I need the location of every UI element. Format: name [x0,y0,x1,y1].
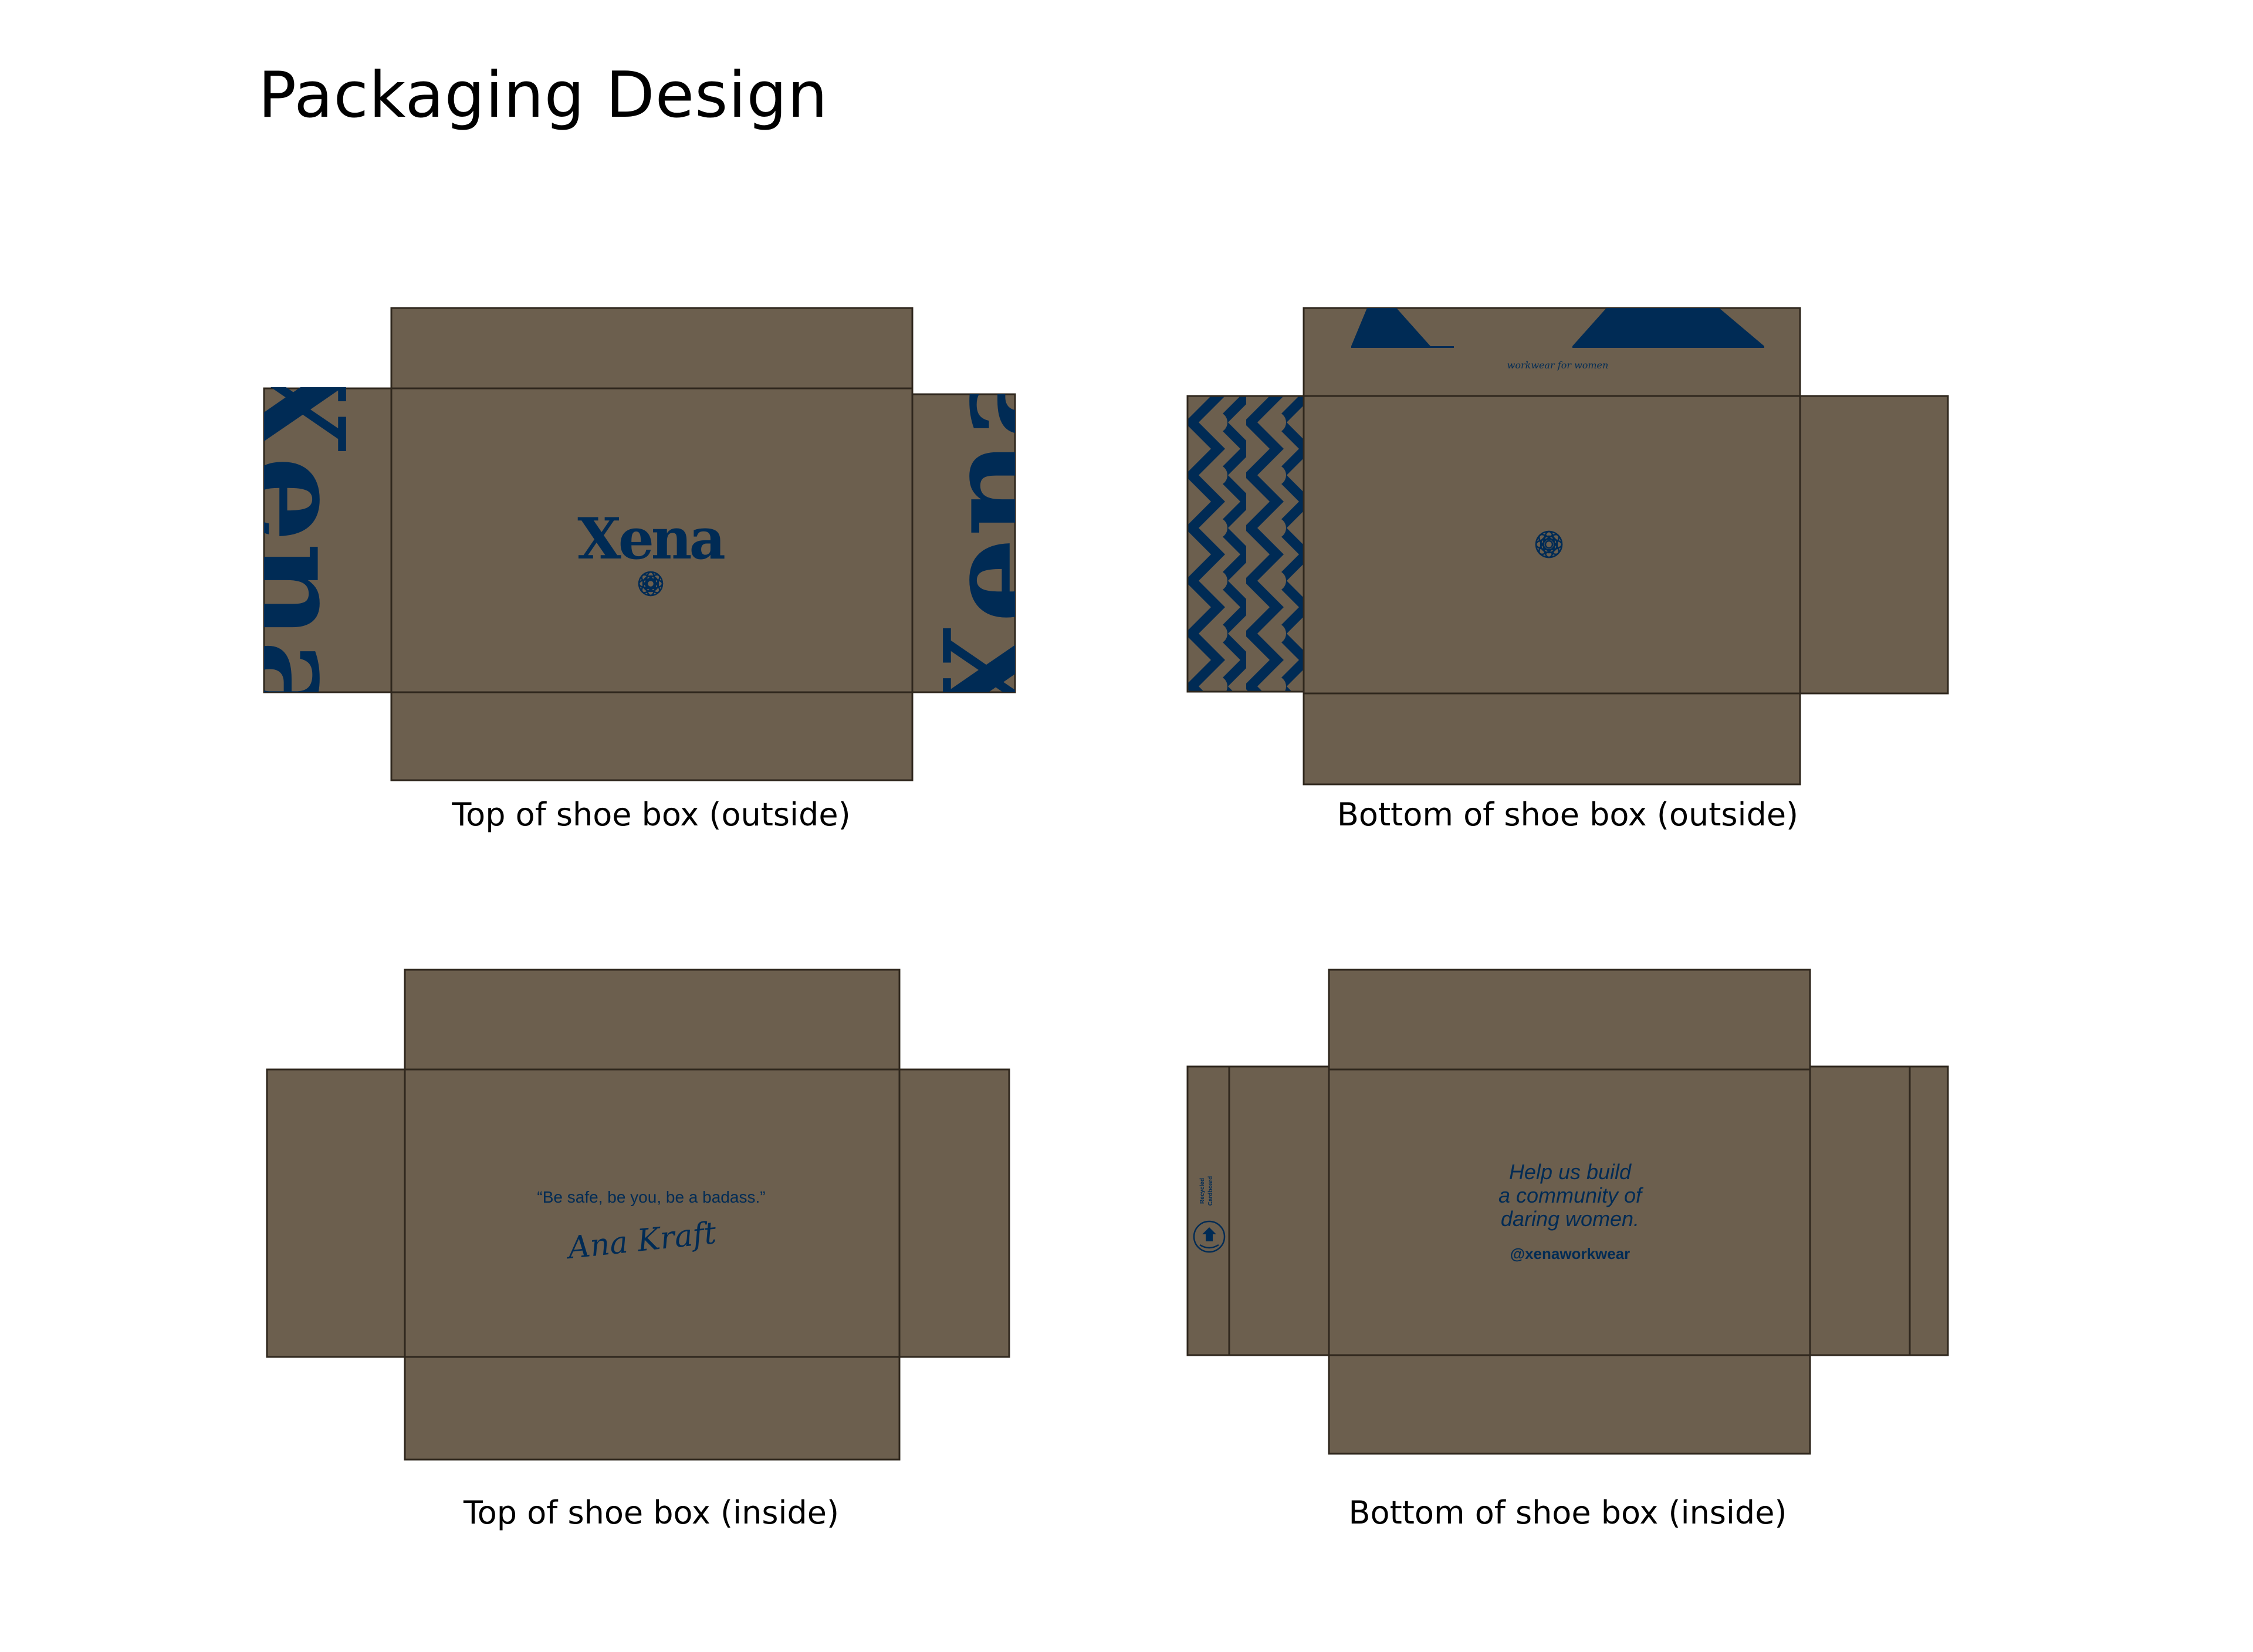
rosette-icon [1535,530,1563,558]
flap-right [911,393,1016,693]
caption-bottom-inside: Bottom of shoe box (inside) [1348,1494,1787,1531]
flap-right-inner [1809,1065,1911,1356]
community-message-line-2: a community of [1498,1183,1644,1207]
social-handle: @xenaworkwear [1510,1245,1630,1262]
base-inner-panel [1328,1068,1811,1356]
page-title: Packaging Design [258,59,828,132]
flap-bottom [1303,692,1801,786]
flap-right-outer [1909,1065,1949,1356]
flap-top [1328,969,1811,1071]
panel-top-inside: “Be safe, be you, be a badass.” Ana Kraf… [266,969,1010,1461]
flap-left [263,387,393,693]
recycled-label-line-2: Cardboard [1207,1176,1214,1206]
caption-top-inside: Top of shoe box (inside) [463,1494,840,1531]
community-message-line-3: daring women. [1501,1207,1639,1231]
brand-logo: Xena [577,506,724,572]
side-brand-text-left: Xena [215,351,374,727]
flap-top [404,969,901,1071]
lid-inner-panel [404,1068,901,1358]
flap-left-outer [1186,1065,1230,1356]
flap-left [266,1068,406,1358]
flap-top [390,307,914,390]
community-message-line-1: Help us build [1509,1160,1632,1184]
caption-top-outside: Top of shoe box (outside) [452,796,851,833]
flap-bottom [1328,1354,1811,1455]
flap-right [1799,395,1949,695]
brand-letter-fragment-left [1351,308,1454,348]
flap-bottom [404,1356,901,1461]
flap-right [898,1068,1010,1358]
flap-bottom [390,691,914,781]
chevron-pattern [1186,395,1305,693]
rosette-icon [638,571,664,597]
lid-panel [390,387,914,693]
brand-letter-fragment-right [1572,308,1764,348]
recycle-icon [1193,1220,1226,1253]
founder-quote: “Be safe, be you, be a badass.” [537,1188,765,1206]
flap-tagline: workwear for women [1507,360,1609,371]
panel-bottom-inside: Help us build a community of daring wome… [1186,969,1949,1455]
panel-top-outside: Xena Xena Xena [215,307,1074,781]
caption-bottom-outside: Bottom of shoe box (outside) [1337,796,1799,833]
side-brand-text-right: Xena [915,351,1074,727]
recycled-label-line-1: Recycled [1199,1178,1206,1204]
panel-bottom-outside: workwear for women [1186,307,1949,786]
flap-left-inner [1228,1065,1330,1356]
